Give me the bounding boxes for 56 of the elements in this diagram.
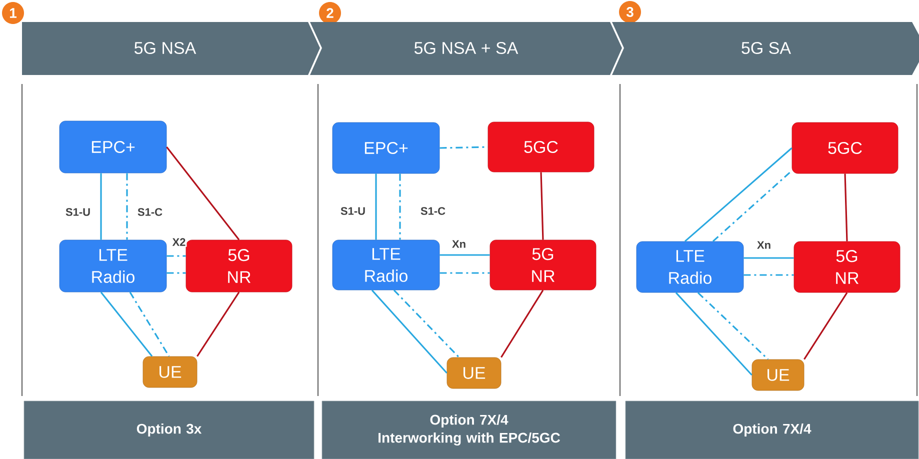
edge-label: X2 xyxy=(171,237,187,247)
network-box: 5G NR xyxy=(186,240,292,292)
device-box: UE xyxy=(752,359,804,391)
connector-line xyxy=(100,173,102,240)
network-box: EPC+ xyxy=(332,122,440,174)
node-label: 5G SA xyxy=(742,42,791,54)
chevron-banner: 5G NSA + SA xyxy=(310,22,622,75)
connector-line xyxy=(440,254,490,256)
connector-line xyxy=(393,290,460,358)
connector-line xyxy=(100,292,153,357)
connector-line xyxy=(399,174,401,240)
node-label: 5G NSA xyxy=(134,42,196,54)
connector-line xyxy=(744,257,794,259)
edge-label: S1-C xyxy=(419,206,447,216)
network-box: 5GC xyxy=(488,122,594,172)
connector-line xyxy=(129,292,170,357)
option-banner: Option 7X/4 Interworking with EPC/5GC xyxy=(322,400,616,459)
device-box: UE xyxy=(142,356,198,388)
connector-line xyxy=(675,292,752,376)
option-banner: Option 7X/4 xyxy=(625,400,919,459)
number-badge: 1 xyxy=(2,2,24,24)
connector-line xyxy=(440,272,490,274)
chevron-banner: 5G NSA xyxy=(22,22,320,75)
edge-label: S1-C xyxy=(136,207,164,217)
connector-line xyxy=(804,292,848,360)
connector-line xyxy=(712,170,792,242)
chevron-banner: 5G SA xyxy=(612,22,919,75)
edge-label: Xn xyxy=(756,240,772,250)
connector-line xyxy=(166,272,186,274)
device-box: UE xyxy=(446,357,502,389)
connector-line xyxy=(540,172,544,240)
connector-line xyxy=(166,255,186,257)
number-badge: 3 xyxy=(619,1,641,23)
connector-line xyxy=(684,147,792,242)
network-box: LTE Radio xyxy=(332,240,440,290)
connector-line xyxy=(440,146,488,149)
node-label: 5G NSA + SA xyxy=(414,42,518,54)
connector-line xyxy=(844,174,848,242)
network-box: 5GC xyxy=(792,122,898,174)
connector-line xyxy=(166,146,240,240)
network-box: EPC+ xyxy=(59,120,167,174)
network-box: LTE Radio xyxy=(636,241,744,293)
network-box: 5G NR xyxy=(490,240,596,290)
connector-line xyxy=(375,174,377,240)
connector-line xyxy=(500,290,544,358)
edge-label: S1-U xyxy=(64,207,92,217)
network-box: 5G NR xyxy=(794,241,900,293)
connector-line xyxy=(196,292,240,357)
edge-label: S1-U xyxy=(339,206,367,216)
edge-label: Xn xyxy=(450,239,468,249)
connector-line xyxy=(697,292,769,360)
option-banner: Option 3x xyxy=(24,400,314,459)
connector-line xyxy=(744,274,794,276)
connector-line xyxy=(371,290,448,374)
connector-line xyxy=(126,173,128,240)
network-box: LTE Radio xyxy=(59,240,167,292)
